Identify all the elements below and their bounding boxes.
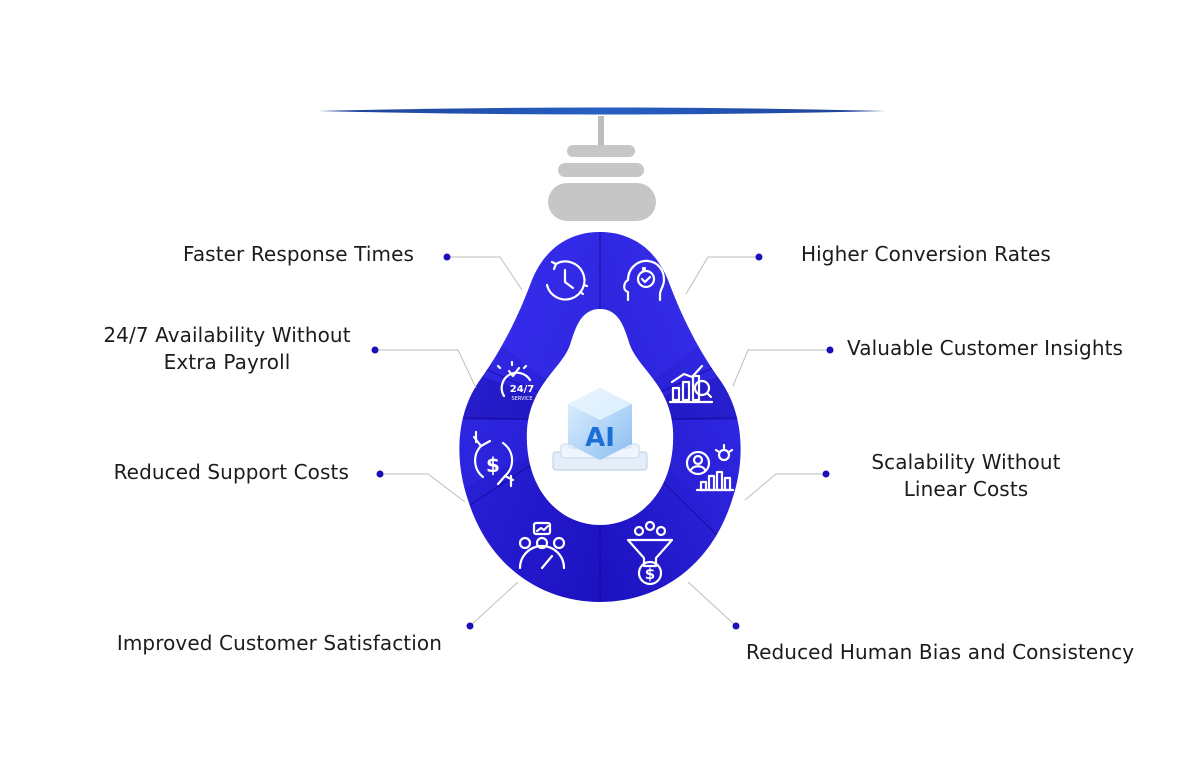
- connector-support-costs: [380, 473, 466, 503]
- clock-icon: [545, 260, 589, 301]
- connector-scalability: [744, 473, 826, 501]
- hanger-bar: [318, 107, 886, 115]
- label-scalability: Scalability Without Linear Costs: [871, 450, 1061, 501]
- analytics-chart-icon: [668, 364, 714, 404]
- sales-funnel-icon: [626, 520, 674, 586]
- dot-insights: [826, 346, 834, 354]
- connector-dots: [371, 253, 834, 630]
- connector-lines: [375, 256, 830, 627]
- dollar-cycle-icon: [472, 430, 515, 488]
- connector-availability: [375, 349, 477, 389]
- dot-satisfaction: [466, 622, 474, 630]
- 24-7-service-icon: [496, 360, 532, 398]
- label-satisfaction: Improved Customer Satisfaction: [116, 631, 442, 655]
- satisfaction-meter-icon: [518, 521, 566, 570]
- badge-24-7-label: 24/7: [510, 384, 535, 395]
- label-availability: 24/7 Availability Without Extra Payroll: [103, 323, 351, 374]
- label-faster-response: Faster Response Times: [183, 242, 414, 266]
- socket-ring-1: [567, 145, 635, 157]
- connector-faster-response: [447, 256, 523, 291]
- socket-ring-2: [558, 163, 644, 177]
- label-bias: Reduced Human Bias and Consistency: [746, 640, 1135, 664]
- dot-availability: [371, 346, 379, 354]
- head-brain-icon: [623, 259, 666, 302]
- bulb-cord: [598, 116, 604, 146]
- connector-conversion: [685, 256, 759, 295]
- funnel-dollar-symbol: $: [645, 565, 655, 583]
- connector-insights: [732, 349, 830, 387]
- connector-satisfaction: [469, 581, 519, 627]
- dot-conversion: [755, 253, 763, 261]
- dollar-symbol: $: [486, 453, 500, 477]
- dot-scalability: [822, 470, 830, 478]
- user-growth-chart-icon: [685, 443, 735, 492]
- label-conversion: Higher Conversion Rates: [801, 242, 1051, 266]
- badge-service-label: SERVICE: [511, 396, 532, 402]
- dot-bias: [732, 622, 740, 630]
- dot-faster-response: [443, 253, 451, 261]
- label-insights: Valuable Customer Insights: [847, 336, 1124, 360]
- dot-support-costs: [376, 470, 384, 478]
- socket-base: [548, 183, 656, 221]
- connector-bias: [687, 581, 737, 627]
- ai-chip-icon: AI: [552, 388, 648, 471]
- ai-chip-label: AI: [585, 423, 615, 453]
- label-support-costs: Reduced Support Costs: [113, 460, 349, 484]
